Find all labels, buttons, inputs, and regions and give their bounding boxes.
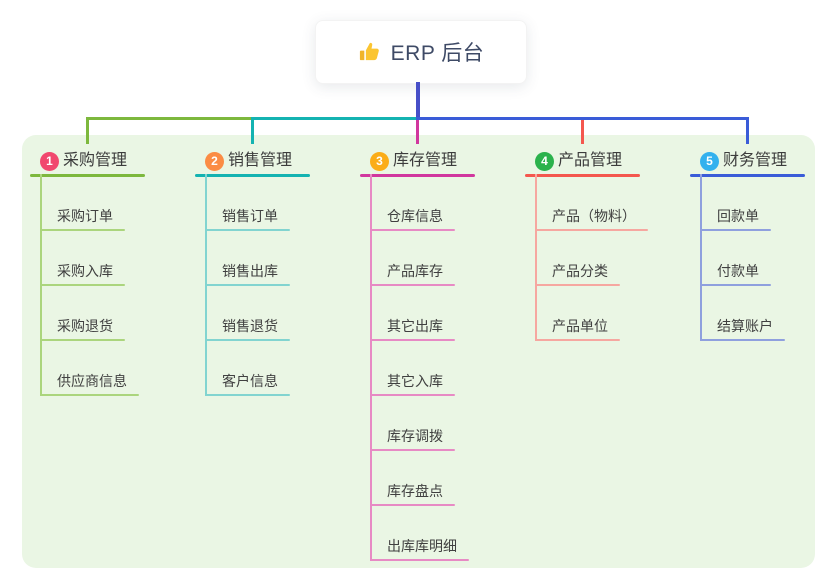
child-topic-underline	[205, 394, 290, 396]
branches-panel	[22, 135, 815, 568]
child-topic-underline	[700, 284, 771, 286]
child-topic-label: 库存调拨	[387, 428, 443, 444]
child-topic-underline	[205, 284, 290, 286]
child-topic-label: 客户信息	[222, 373, 278, 389]
child-topic-underline	[370, 559, 469, 561]
child-topic-label: 产品单位	[552, 318, 608, 334]
branch-header-label: 财务管理	[723, 152, 788, 169]
child-topic-label: 销售订单	[222, 208, 278, 224]
thumbs-up-icon	[358, 41, 381, 64]
branch-header-label: 产品管理	[558, 152, 623, 169]
branch-drop-line	[746, 117, 749, 144]
branch-number-badge: 1	[40, 152, 59, 171]
child-topic-label: 销售退货	[222, 318, 278, 334]
branch-header-underline	[690, 174, 805, 177]
child-topic-label: 采购退货	[57, 318, 113, 334]
branch-trunk-line	[700, 174, 702, 341]
child-topic-label: 采购入库	[57, 263, 113, 279]
child-topic-label: 供应商信息	[57, 373, 127, 389]
root-connector-line	[416, 82, 420, 119]
child-topic-underline	[40, 339, 125, 341]
child-topic-label: 结算账户	[717, 318, 773, 334]
child-topic-underline	[40, 229, 125, 231]
child-topic-underline	[370, 449, 455, 451]
child-topic-underline	[370, 504, 455, 506]
child-topic-underline	[700, 229, 771, 231]
child-topic-underline	[40, 284, 125, 286]
branch-number-badge: 5	[700, 152, 719, 171]
branch-trunk-line	[535, 174, 537, 341]
connector-h-left	[87, 117, 252, 120]
branch-number-badge: 2	[205, 152, 224, 171]
child-topic-label: 采购订单	[57, 208, 113, 224]
child-topic-label: 出库库明细	[387, 538, 457, 554]
child-topic-underline	[370, 394, 455, 396]
child-topic-underline	[700, 339, 785, 341]
child-topic-underline	[535, 339, 620, 341]
child-topic-label: 产品库存	[387, 263, 443, 279]
branch-header-underline	[195, 174, 310, 177]
child-topic-underline	[535, 229, 648, 231]
child-topic-underline	[205, 339, 290, 341]
branch-header-label: 销售管理	[228, 152, 293, 169]
child-topic-label: 销售出库	[222, 263, 278, 279]
root-node[interactable]: ERP 后台	[315, 20, 527, 84]
connector-h-mid	[251, 117, 417, 120]
child-topic-underline	[535, 284, 620, 286]
child-topic-underline	[370, 284, 455, 286]
branch-header-underline	[360, 174, 475, 177]
child-topic-label: 付款单	[717, 263, 759, 279]
branch-drop-line	[416, 117, 419, 144]
child-topic-label: 库存盘点	[387, 483, 443, 499]
child-topic-underline	[370, 229, 455, 231]
child-topic-underline	[40, 394, 139, 396]
branch-header-label: 库存管理	[393, 152, 458, 169]
branch-drop-line	[251, 117, 254, 144]
branch-number-badge: 4	[535, 152, 554, 171]
child-topic-label: 其它入库	[387, 373, 443, 389]
root-title: ERP 后台	[390, 42, 485, 65]
branch-trunk-line	[370, 174, 372, 561]
branch-header-label: 采购管理	[63, 152, 128, 169]
child-topic-underline	[370, 339, 455, 341]
child-topic-label: 回款单	[717, 208, 759, 224]
child-topic-label: 产品分类	[552, 263, 608, 279]
child-topic-label: 仓库信息	[387, 208, 443, 224]
connector-h-right	[416, 117, 749, 120]
branch-header-underline	[525, 174, 640, 177]
child-topic-label: 其它出库	[387, 318, 443, 334]
child-topic-label: 产品（物料）	[552, 208, 636, 224]
child-topic-underline	[205, 229, 290, 231]
branch-header-underline	[30, 174, 145, 177]
branch-drop-line	[86, 117, 89, 144]
branch-number-badge: 3	[370, 152, 389, 171]
branch-drop-line	[581, 117, 584, 144]
